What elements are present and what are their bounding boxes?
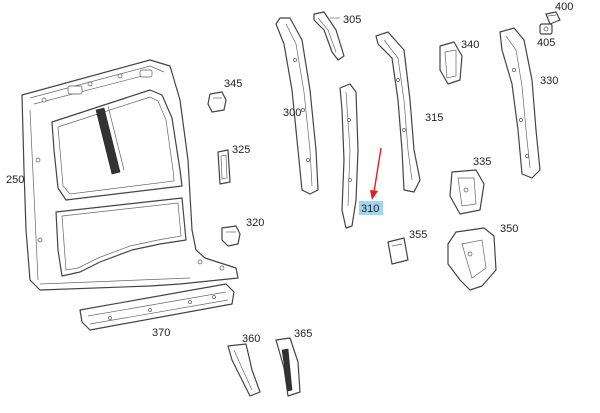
- label-330-text: 330: [540, 75, 558, 87]
- label-365: 365: [294, 328, 312, 340]
- label-370: 370: [152, 327, 170, 339]
- label-405-text: 405: [537, 37, 555, 49]
- part-330-rear-pillar: [499, 27, 541, 179]
- label-325: 325: [232, 144, 250, 156]
- part-320-bracket: [221, 225, 241, 247]
- label-345: 345: [224, 78, 242, 90]
- part-335-bracket: [449, 169, 485, 215]
- label-320-text: 320: [246, 217, 264, 229]
- label-320: 320: [246, 217, 264, 229]
- part-400-bolt: [545, 11, 561, 25]
- part-250-side-panel: [21, 59, 239, 291]
- label-305-text: 305: [343, 14, 361, 26]
- part-315-pillar: [375, 31, 421, 193]
- part-360-strip: [227, 343, 261, 397]
- label-330: 330: [540, 75, 558, 87]
- label-335-text: 335: [473, 156, 491, 168]
- part-355-plate: [387, 237, 409, 265]
- label-250: 250: [6, 174, 24, 186]
- part-340-bracket: [439, 41, 463, 85]
- label-400: 400: [555, 1, 573, 13]
- label-340: 340: [461, 39, 479, 51]
- part-405-spacer: [539, 23, 553, 35]
- part-365-strip: [275, 337, 301, 397]
- label-350-text: 350: [500, 223, 518, 235]
- label-300: 300: [283, 107, 301, 119]
- label-305: 305: [343, 14, 361, 26]
- red-arrow: [370, 147, 382, 200]
- part-300-pillar: [275, 17, 319, 195]
- part-370-sill: [79, 283, 235, 331]
- label-340-text: 340: [461, 39, 479, 51]
- part-350-bracket: [447, 227, 497, 291]
- label-360-text: 360: [242, 333, 260, 345]
- label-300-text: 300: [283, 107, 301, 119]
- label-350: 350: [500, 223, 518, 235]
- label-250-text: 250: [6, 174, 24, 186]
- label-400-text: 400: [555, 1, 573, 13]
- label-365-text: 365: [294, 328, 312, 340]
- label-355-text: 355: [409, 229, 427, 241]
- label-405: 405: [537, 37, 555, 49]
- part-345-clip: [207, 91, 227, 113]
- part-305-bracket: [313, 11, 345, 61]
- highlight-310: 310: [359, 201, 383, 215]
- label-345-text: 345: [224, 78, 242, 90]
- label-355: 355: [409, 229, 427, 241]
- label-360: 360: [242, 333, 260, 345]
- label-335: 335: [473, 156, 491, 168]
- label-315: 315: [425, 112, 443, 124]
- label-325-text: 325: [232, 144, 250, 156]
- part-325-plate: [217, 149, 231, 185]
- label-310-text: 310: [361, 203, 379, 215]
- label-310-highlight: [359, 201, 383, 215]
- part-310-inner-pillar: [339, 83, 359, 229]
- label-315-text: 315: [425, 112, 443, 124]
- label-370-text: 370: [152, 327, 170, 339]
